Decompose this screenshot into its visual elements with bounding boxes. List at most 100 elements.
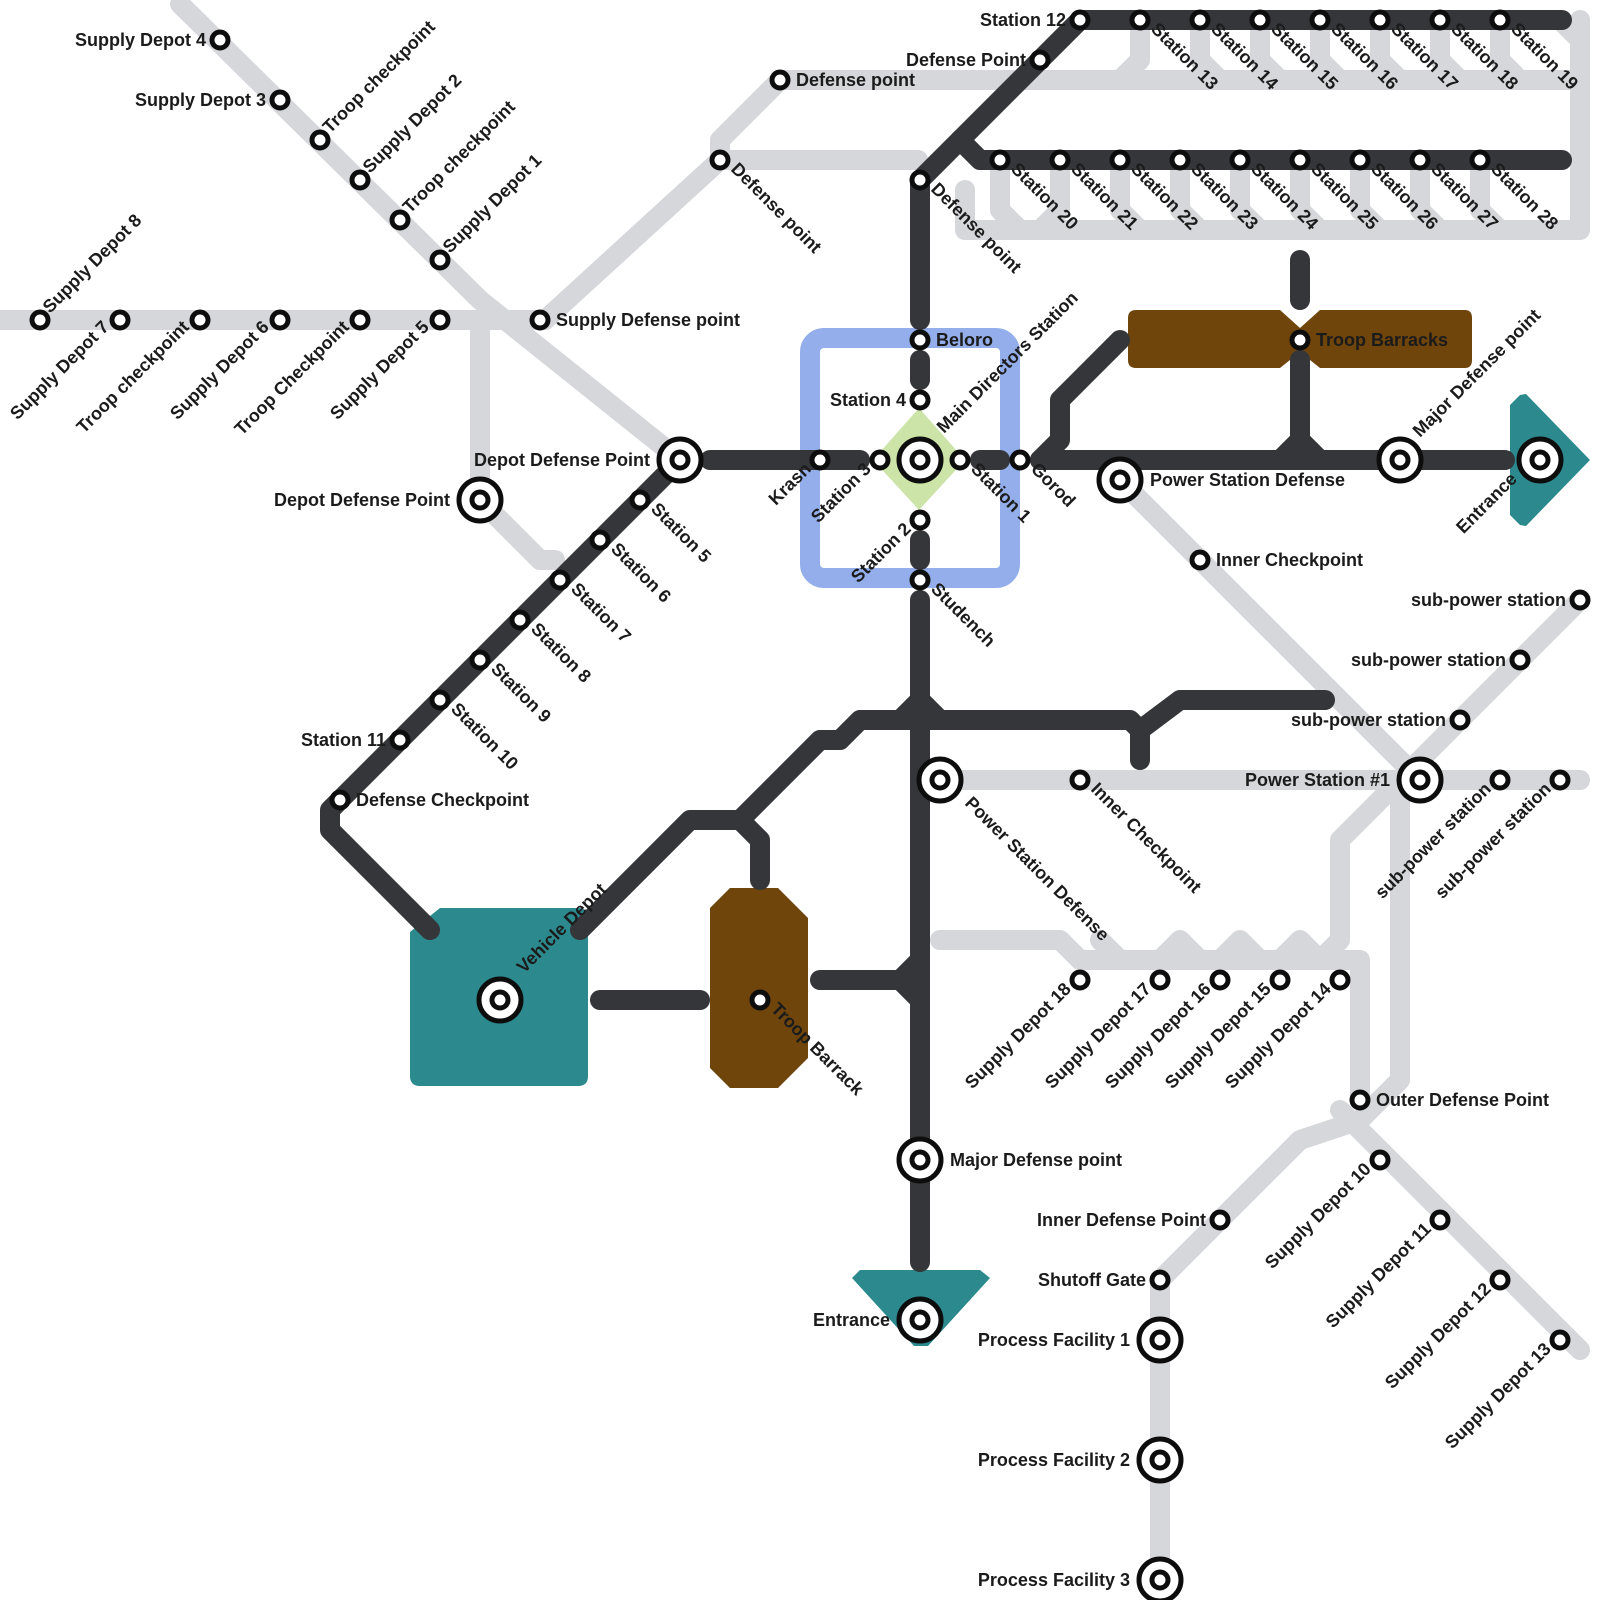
station-label-supply-depot-11: Supply Depot 11 <box>1322 1219 1435 1332</box>
station-station-15[interactable] <box>1249 9 1271 31</box>
station-station-17[interactable] <box>1369 9 1391 31</box>
station-outer-defense-point[interactable] <box>1349 1089 1371 1111</box>
station-process-facility-3[interactable] <box>1136 1556 1184 1600</box>
station-label-station-12: Station 12 <box>980 10 1066 30</box>
station-process-facility-1[interactable] <box>1136 1316 1184 1364</box>
station-station-27[interactable] <box>1409 149 1431 171</box>
station-supply-depot-17[interactable] <box>1149 969 1171 991</box>
station-power-station-1[interactable] <box>1396 756 1444 804</box>
station-station-9[interactable] <box>469 649 491 671</box>
station-defense-point-diag2[interactable] <box>909 169 931 191</box>
station-station-16[interactable] <box>1309 9 1331 31</box>
station-station-2[interactable] <box>909 509 931 531</box>
station-troop-checkpoint-d[interactable] <box>349 309 371 331</box>
stations-layer <box>29 9 1591 1600</box>
station-entrance-east[interactable] <box>1516 436 1564 484</box>
station-label-station-9: Station 9 <box>487 659 555 727</box>
station-station-18[interactable] <box>1429 9 1451 31</box>
station-station-7[interactable] <box>549 569 571 591</box>
station-supply-depot-4[interactable] <box>209 29 231 51</box>
station-supply-depot-2[interactable] <box>349 169 371 191</box>
station-inner-defense-point[interactable] <box>1209 1209 1231 1231</box>
station-supply-depot-6[interactable] <box>269 309 291 331</box>
station-station-19[interactable] <box>1489 9 1511 31</box>
station-troop-barrack[interactable] <box>749 989 771 1011</box>
gray-line-depot-row-branches <box>1090 930 1330 970</box>
station-supply-depot-5[interactable] <box>429 309 451 331</box>
station-troop-checkpoint-c[interactable] <box>189 309 211 331</box>
station-krasn[interactable] <box>809 449 831 471</box>
station-main-directors[interactable] <box>896 436 944 484</box>
station-entrance-south[interactable] <box>896 1296 944 1344</box>
station-defense-checkpoint[interactable] <box>329 789 351 811</box>
station-major-defense-point-south[interactable] <box>896 1136 944 1184</box>
station-troop-barracks[interactable] <box>1289 329 1311 351</box>
station-gorod[interactable] <box>1009 449 1031 471</box>
station-supply-depot-1[interactable] <box>429 249 451 271</box>
station-station-5[interactable] <box>629 489 651 511</box>
station-label-station-5: Station 5 <box>647 499 715 567</box>
station-sub-power-4[interactable] <box>1489 769 1511 791</box>
station-station-13[interactable] <box>1129 9 1151 31</box>
station-major-defense-point-east[interactable] <box>1376 436 1424 484</box>
station-label-sub-power-2: sub-power station <box>1351 650 1506 670</box>
station-station-26[interactable] <box>1349 149 1371 171</box>
station-shutoff-gate[interactable] <box>1149 1269 1171 1291</box>
dark-line-barrack-east <box>810 950 930 1010</box>
station-studench[interactable] <box>909 569 931 591</box>
station-station-11[interactable] <box>389 729 411 751</box>
station-station-12[interactable] <box>1069 9 1091 31</box>
station-station-24[interactable] <box>1229 149 1251 171</box>
station-supply-depot-16[interactable] <box>1209 969 1231 991</box>
station-station-25[interactable] <box>1289 149 1311 171</box>
station-defense-point-diag1[interactable] <box>709 149 731 171</box>
station-station-3[interactable] <box>869 449 891 471</box>
station-inner-checkpoint-a[interactable] <box>1189 549 1211 571</box>
station-supply-depot-8[interactable] <box>29 309 51 331</box>
station-supply-depot-3[interactable] <box>269 89 291 111</box>
station-beloro[interactable] <box>909 329 931 351</box>
station-supply-depot-12[interactable] <box>1489 1269 1511 1291</box>
station-troop-checkpoint-a[interactable] <box>309 129 331 151</box>
station-supply-depot-13[interactable] <box>1549 1329 1571 1351</box>
station-sub-power-1[interactable] <box>1569 589 1591 611</box>
station-station-10[interactable] <box>429 689 451 711</box>
station-supply-depot-11[interactable] <box>1429 1209 1451 1231</box>
station-supply-depot-7[interactable] <box>109 309 131 331</box>
station-depot-defense-point-b[interactable] <box>456 476 504 524</box>
station-defense-point-upper[interactable] <box>1029 49 1051 71</box>
station-sub-power-3[interactable] <box>1449 709 1471 731</box>
station-station-28[interactable] <box>1469 149 1491 171</box>
station-power-station-defense-b[interactable] <box>916 756 964 804</box>
station-inner-checkpoint-b[interactable] <box>1069 769 1091 791</box>
station-supply-depot-10[interactable] <box>1369 1149 1391 1171</box>
station-depot-defense-point-a[interactable] <box>656 436 704 484</box>
station-label-shutoff-gate: Shutoff Gate <box>1038 1270 1146 1290</box>
station-station-8[interactable] <box>509 609 531 631</box>
station-station-1[interactable] <box>949 449 971 471</box>
station-station-20[interactable] <box>989 149 1011 171</box>
station-sub-power-2[interactable] <box>1509 649 1531 671</box>
station-defense-point-top[interactable] <box>769 69 791 91</box>
station-troop-checkpoint-b[interactable] <box>389 209 411 231</box>
station-process-facility-2[interactable] <box>1136 1436 1184 1484</box>
station-station-14[interactable] <box>1189 9 1211 31</box>
station-label-power-station-1: Power Station #1 <box>1245 770 1390 790</box>
station-supply-defense-point[interactable] <box>529 309 551 331</box>
station-supply-depot-14[interactable] <box>1329 969 1351 991</box>
station-vehicle-depot[interactable] <box>476 976 524 1024</box>
dark-line-junction <box>890 690 950 730</box>
station-supply-depot-15[interactable] <box>1269 969 1291 991</box>
station-station-21[interactable] <box>1049 149 1071 171</box>
station-station-6[interactable] <box>589 529 611 551</box>
station-sub-power-5[interactable] <box>1549 769 1571 791</box>
station-station-23[interactable] <box>1169 149 1191 171</box>
station-station-4[interactable] <box>909 389 931 411</box>
station-station-22[interactable] <box>1109 149 1131 171</box>
station-supply-depot-18[interactable] <box>1069 969 1091 991</box>
station-power-station-defense-a[interactable] <box>1096 456 1144 504</box>
dark-line-barracks-link <box>1030 330 1130 470</box>
